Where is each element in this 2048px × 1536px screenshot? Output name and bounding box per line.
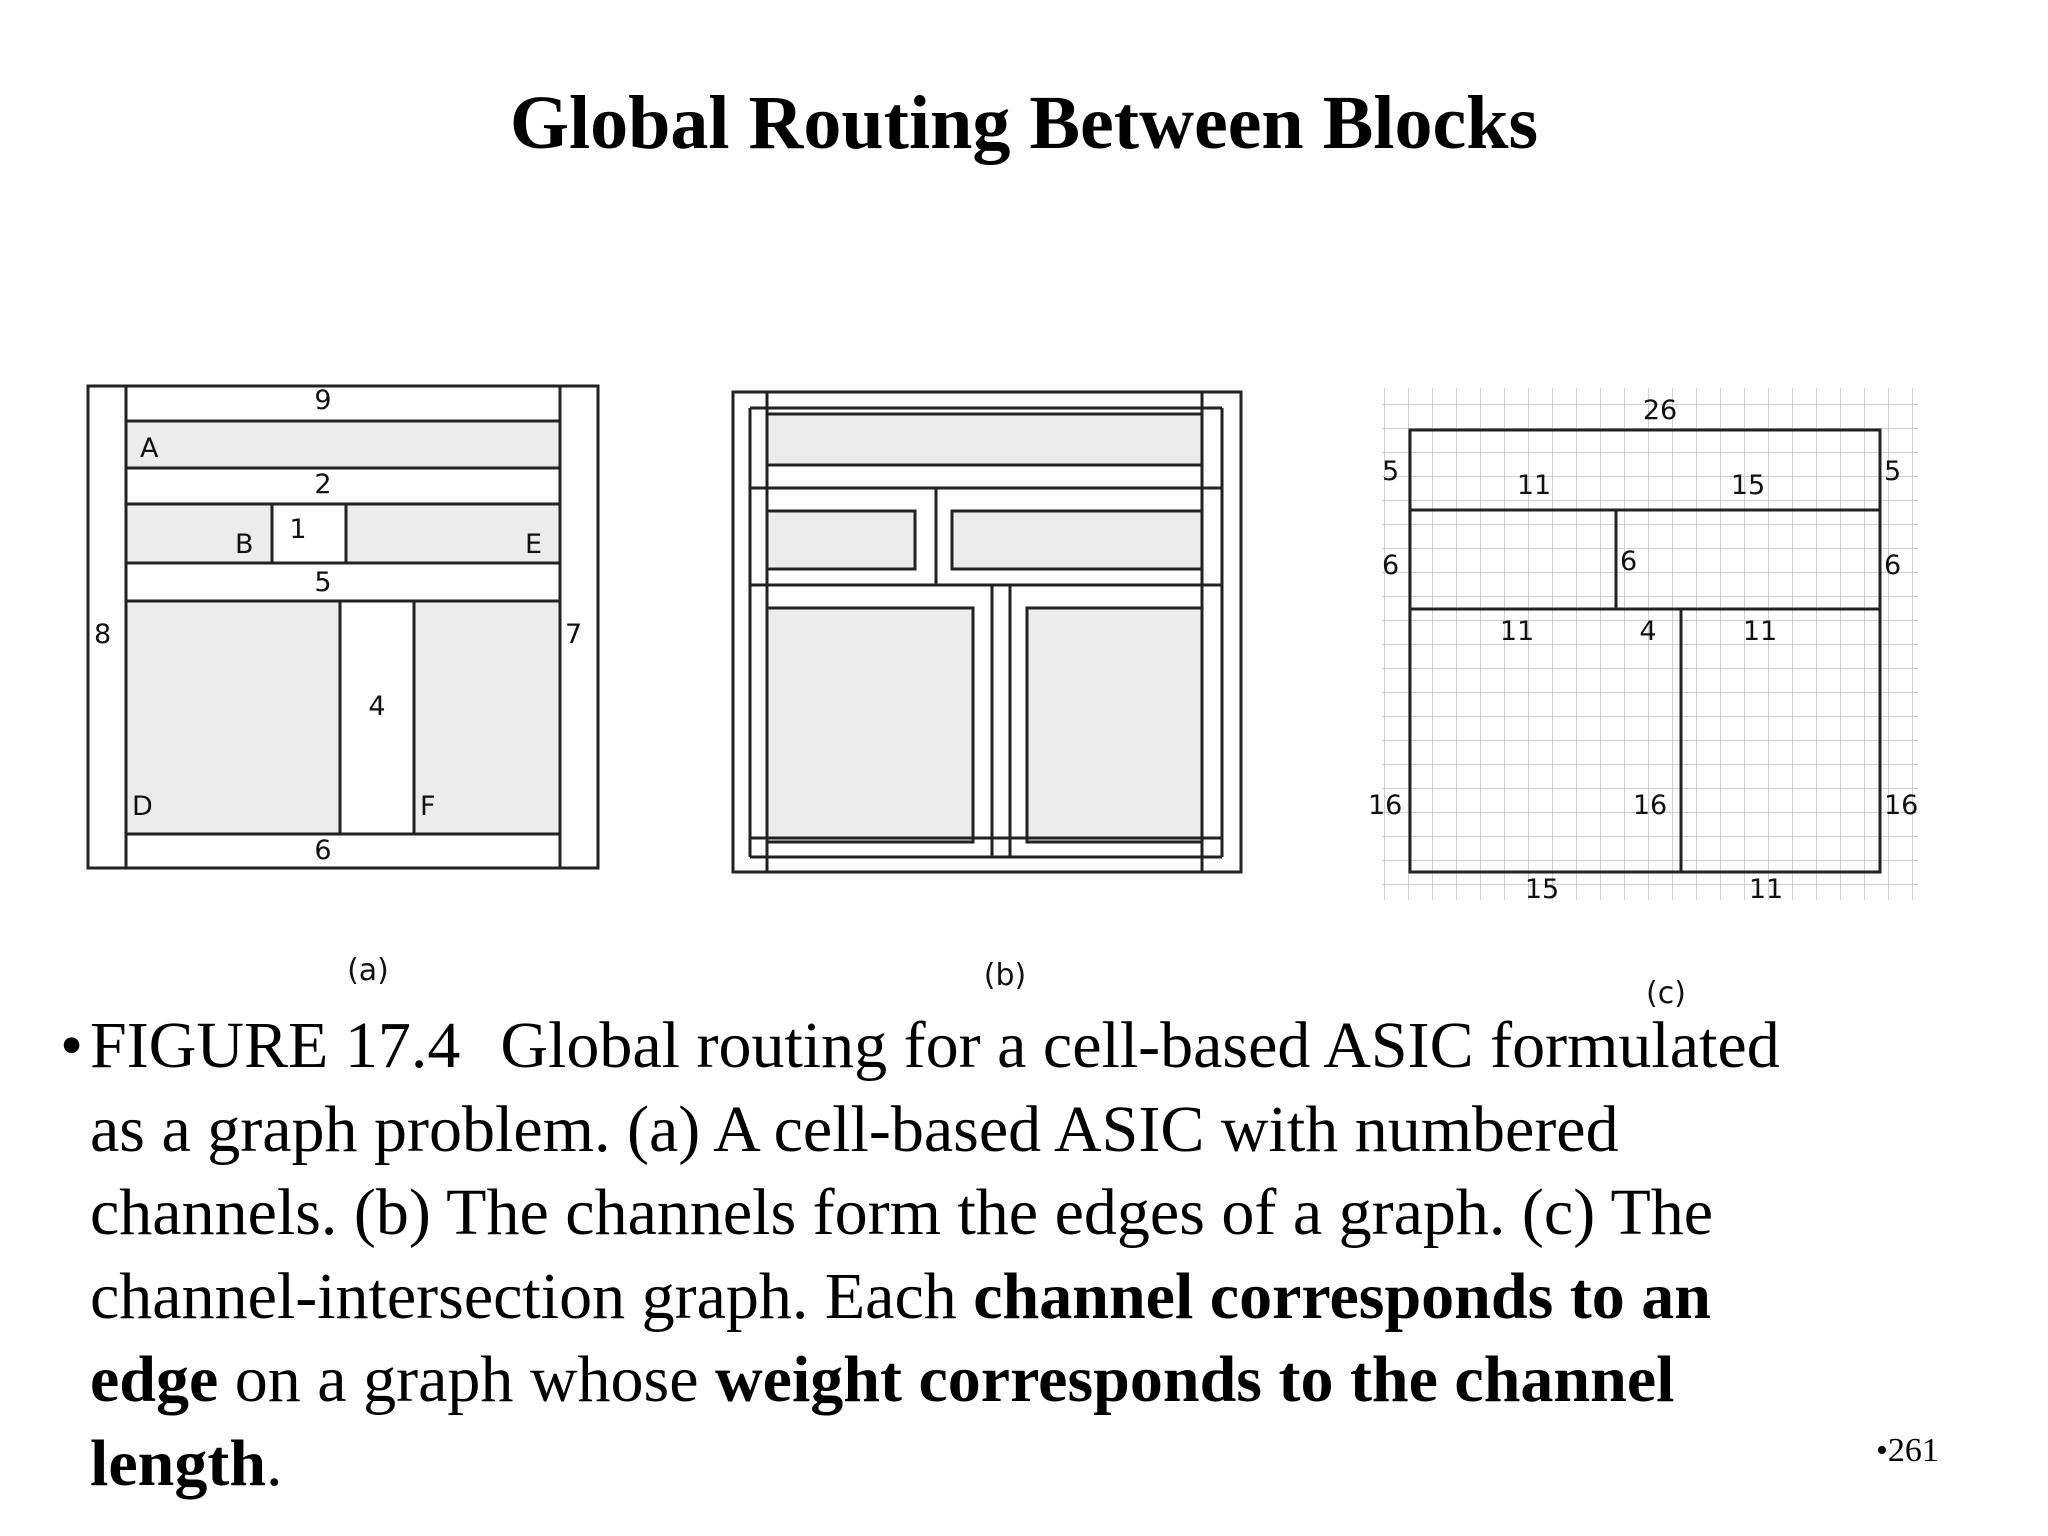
caption-line-3: channels. (b) The channels form the edge… <box>90 1176 1714 1249</box>
weight-right-6: 6 <box>1884 550 1901 581</box>
weight-center-16: 16 <box>1633 790 1667 821</box>
caption-emphasis: channel corresponds to an <box>973 1259 1711 1333</box>
weight-bottom-15: 15 <box>1525 874 1559 905</box>
page-number: •261 <box>1876 1432 1939 1469</box>
caption-line-5: edge on a graph whose weight corresponds… <box>60 1338 1960 1422</box>
caption-line-2: as a graph problem. (a) A cell-based ASI… <box>90 1092 1619 1166</box>
block-b-bottom-right <box>1025 606 1204 844</box>
slide-title: Global Routing Between Blocks <box>509 81 1539 165</box>
block-b-top <box>765 412 1204 467</box>
subcaption-c: (c) <box>1646 976 1686 1011</box>
block-label-a: A <box>140 433 159 464</box>
weight-row2-4: 4 <box>1639 616 1656 647</box>
figure-c: 26 5 5 11 15 6 6 6 11 4 11 16 16 16 15 1… <box>1360 380 1940 1020</box>
block-a <box>124 419 562 470</box>
subcaption-b: (b) <box>984 958 1026 993</box>
channel-label-8: 8 <box>94 619 111 650</box>
caption-text: Global routing for a cell-based ASIC for… <box>500 1009 1780 1082</box>
block-label-1: 1 <box>289 514 306 545</box>
channel-label-4: 4 <box>368 691 385 722</box>
weight-left-16: 16 <box>1368 790 1402 821</box>
weight-bottom-11: 11 <box>1749 874 1783 905</box>
graph-outline <box>1408 428 1882 874</box>
weight-center-6: 6 <box>1620 546 1637 577</box>
weight-row2-11: 11 <box>1500 616 1534 647</box>
block-b-bottom-left <box>765 606 975 844</box>
weight-right-16: 16 <box>1884 790 1918 821</box>
caption-text: . <box>266 1426 283 1500</box>
caption-line-6: length. <box>60 1422 1960 1506</box>
caption-emphasis: edge <box>90 1343 219 1416</box>
block-d <box>124 599 342 836</box>
caption-emphasis: length <box>90 1426 267 1500</box>
weight-26: 26 <box>1643 395 1677 426</box>
caption-emphasis: weight corresponds to the channel <box>715 1343 1675 1416</box>
channel-label-6: 6 <box>314 835 331 866</box>
figure-b: (b) <box>720 380 1260 1000</box>
weight-right-5: 5 <box>1884 456 1901 487</box>
caption-line-1: •FIGURE 17.4 Global routing for a cell-ba… <box>60 1004 1960 1088</box>
block-f <box>412 599 562 836</box>
weight-left-6: 6 <box>1382 550 1399 581</box>
block-b-left <box>765 509 917 571</box>
figure-number: FIGURE 17.4 <box>90 1009 461 1082</box>
caption-text: channel-intersection graph. Each <box>90 1259 974 1333</box>
weight-row1-15: 15 <box>1731 470 1765 501</box>
channel-label-7: 7 <box>565 619 582 650</box>
weight-row2-right-11: 11 <box>1743 616 1777 647</box>
block-1 <box>270 502 348 565</box>
subcaption-a: (a) <box>347 953 389 988</box>
weight-row1-11: 11 <box>1517 470 1551 501</box>
weight-left-5: 5 <box>1382 456 1399 487</box>
block-label-e: E <box>525 529 542 560</box>
channel-label-2: 2 <box>314 469 331 500</box>
caption-text: on a graph whose <box>218 1343 716 1416</box>
block-label-f: F <box>420 791 436 822</box>
channel-label-5: 5 <box>314 567 331 598</box>
block-label-b: B <box>235 529 254 560</box>
figure-a: 9 A 2 1 B E 5 4 8 7 D F 6 (a) <box>80 380 620 1000</box>
channel-label-9: 9 <box>314 385 331 416</box>
figure-caption: •FIGURE 17.4 Global routing for a cell-ba… <box>60 1004 1960 1505</box>
bullet: • <box>60 1009 84 1082</box>
background-grid <box>1382 388 1918 900</box>
block-label-d: D <box>132 791 153 822</box>
block-b-right <box>950 509 1204 571</box>
caption-line-4: channel-intersection graph. Each channel… <box>60 1255 1960 1339</box>
